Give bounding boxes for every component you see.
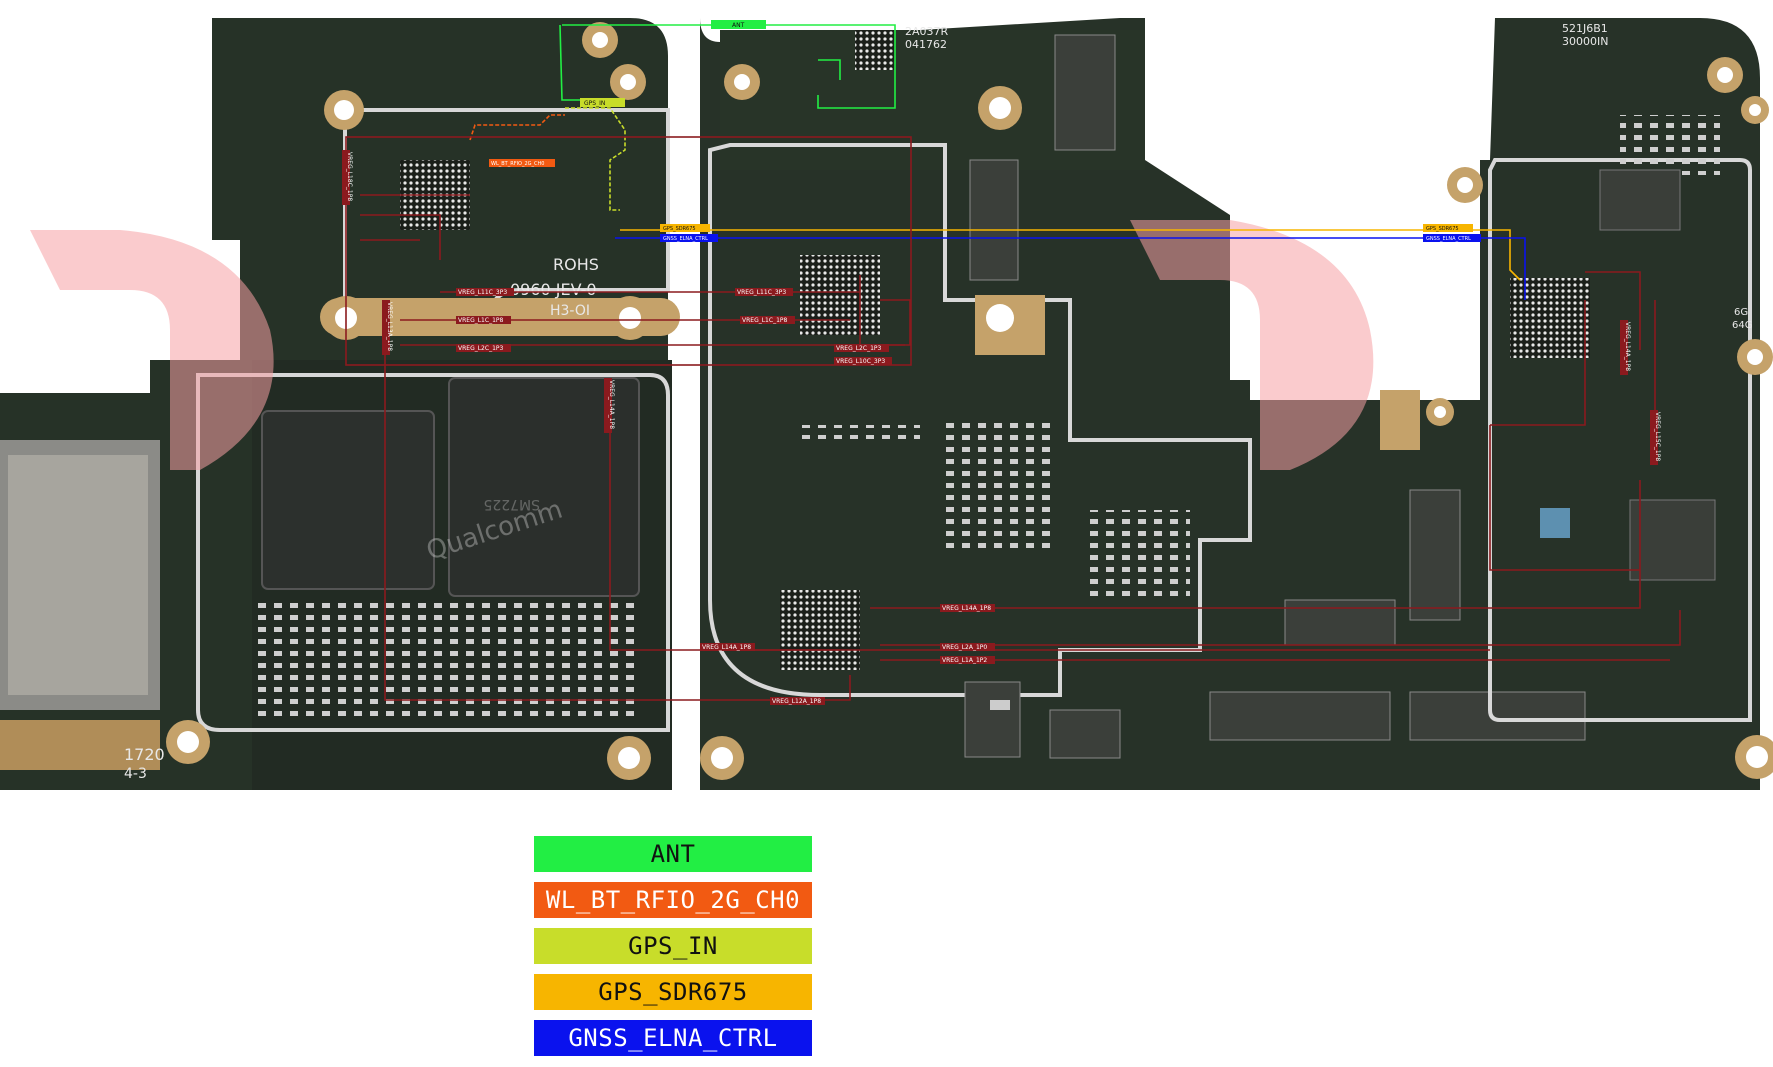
middle-board: 2A037R 041762 [700,18,1700,790]
gps-sdr-label-left: GPS_SDR675 [663,226,696,232]
gnss-label-left: GNSS_ELNA_CTRL [663,236,708,242]
right-board: 521J6B1 30000IN 6G 64G [1426,18,1773,790]
qr-code [855,30,895,70]
board-id-label: H3-OI [550,303,590,319]
top-left-code: 2A037R [905,25,949,38]
net-gps-sdr675 [620,229,1521,281]
net-vreg [345,136,1681,701]
vreg-l13a-label: VREG_L13A_1P8 [386,302,393,351]
watermark-logo [30,220,1374,470]
legend-item-gps-in: GPS_IN [534,928,812,964]
vreg-l15c-label: VREG_L15C_1P8 [1654,412,1661,461]
rf-chip-lower [1629,499,1716,581]
soc-chip [448,377,640,597]
vreg-labels: VREG_L11C_3P3 VREG_L11C_3P3 VREG_L1C_1P8… [342,150,1661,705]
connector-bottom-1 [1209,691,1391,741]
net-gps-in [565,107,626,211]
legend-item-gnss-elna-ctrl: GNSS_ELNA_CTRL [534,1020,812,1056]
connector-mid-top [969,159,1019,281]
top-left-code2: 041762 [905,38,947,51]
vreg-l14a-label-c: VREG_L14A_1P8 [608,380,615,429]
vreg-l18c-label: VREG_L18C_1P8 [346,152,353,201]
ant-label: ANT [732,22,745,29]
legend-label: ANT [650,840,696,868]
vreg-l2c-label-b: VREG_L2C_1P3 [836,345,881,352]
connector-top [1054,34,1116,151]
chip-marking-label: SM7225 [483,496,540,512]
connector-bottom-2 [1409,691,1586,741]
net-gnss-elna-ctrl [615,237,1526,300]
gps-in-label: GPS_IN [584,100,605,107]
pmic-chip-bottom [780,590,860,670]
vreg-l2c-label-a: VREG_L2C_1P3 [458,345,503,352]
legend-label: GNSS_ELNA_CTRL [568,1024,778,1052]
net-wl-bt [469,114,565,141]
connector-right [1409,489,1461,621]
net-legend: ANT WL_BT_RFIO_2G_CH0 GPS_IN GPS_SDR675 … [534,836,812,1066]
vreg-l14a-label-b: VREG_L14A_1P8 [702,644,751,651]
memory-chip [261,410,435,590]
vreg-l1c-label-b: VREG_L1C_1P8 [742,317,787,324]
wl-bt-label: WL_BT_RFIO_2G_CH0 [491,161,544,167]
top-right-code2: 30000IN [1562,35,1608,48]
mem-6g-label: 6G [1734,307,1748,318]
vreg-l10c-label: VREG_L10C_3P3 [836,358,885,365]
gnss-label-right: GNSS_ELNA_CTRL [1426,236,1471,242]
vreg-l11c-label-b: VREG_L11C_3P3 [737,289,786,296]
top-right-code: 521J6B1 [1562,22,1608,35]
legend-item-gps-sdr675: GPS_SDR675 [534,974,812,1010]
left-board: ROHS 0960 JEV-0 H3-OI Qualcomm SM7225 17… [0,18,680,790]
mem-64g-label: 64G [1732,320,1752,331]
vreg-l2a-label: VREG_L2A_1P0 [942,644,987,651]
bottom-left-code: 1720 [124,745,165,764]
vreg-l1c-label-a: VREG_L1C_1P8 [458,317,503,324]
ant-label-bg [711,20,766,29]
vreg-l11c-label-a: VREG_L11C_3P3 [458,289,507,296]
legend-label: WL_BT_RFIO_2G_CH0 [545,886,801,914]
legend-item-wl-bt: WL_BT_RFIO_2G_CH0 [534,882,812,918]
rf-transceiver-chip [1510,278,1590,358]
vreg-l14a-label-v: VREG_L14A_1P8 [1624,322,1631,371]
bottom-left-code2: 4-3 [124,766,147,782]
board-rev-label: 0960 JEV-0 [510,280,597,299]
pmic-chip-top [800,255,880,335]
vreg-l14a-label-a: VREG_L14A_1P8 [942,605,991,612]
pcb-board-diagram: ROHS 0960 JEV-0 H3-OI Qualcomm SM7225 17… [0,18,1773,790]
vreg-l12a-label: VREG_L12A_1P8 [772,698,821,705]
gps-sdr-label-right: GPS_SDR675 [1426,226,1459,232]
vreg-l1a-label: VREG_L1A_1P2 [942,657,987,664]
connector-bottom-mid [1284,599,1396,646]
rohs-label: ROHS [553,255,599,274]
legend-label: GPS_IN [628,932,718,960]
legend-label: GPS_SDR675 [598,978,748,1006]
legend-item-ant: ANT [534,836,812,872]
